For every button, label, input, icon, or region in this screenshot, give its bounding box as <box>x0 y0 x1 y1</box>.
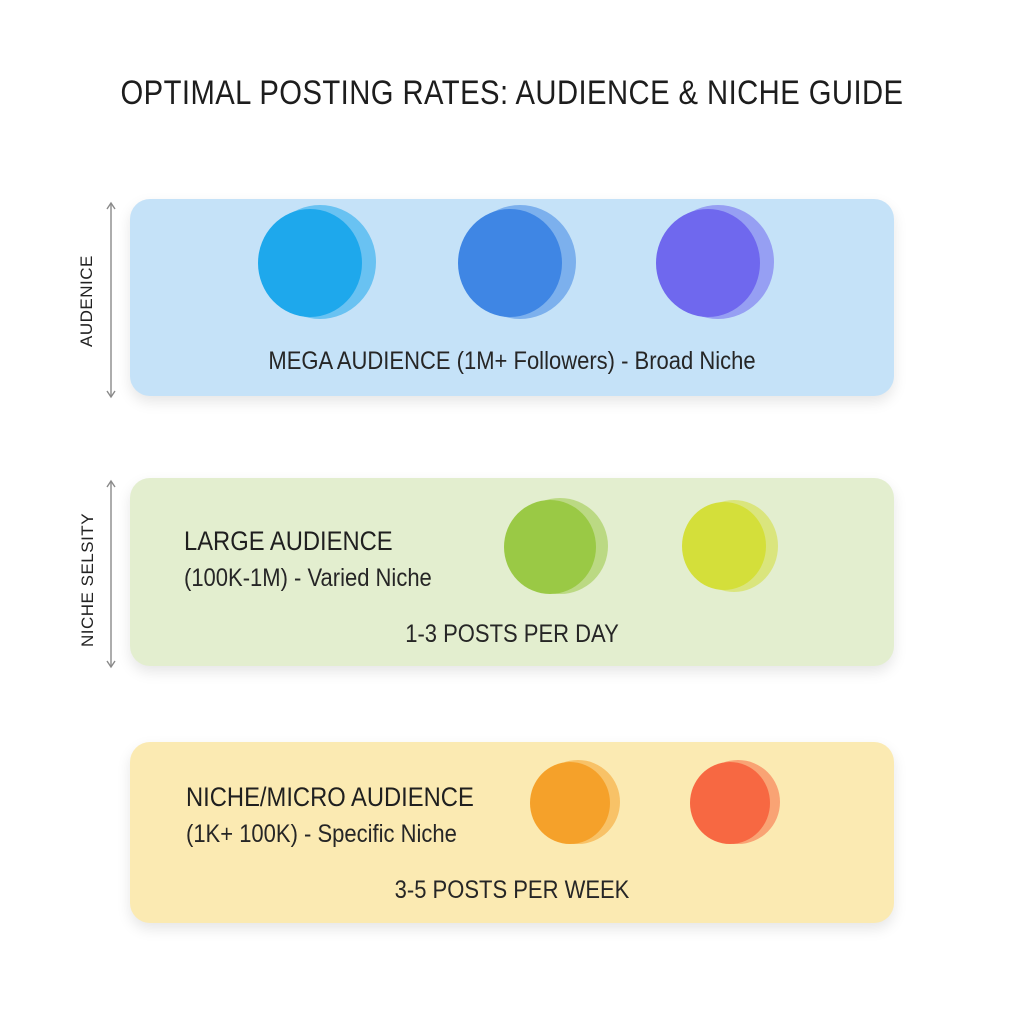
niche-axis-label: NICHE SELSITY <box>78 512 97 647</box>
tier-niche-subheading: (1K+ 100K) - Specific Niche <box>186 820 457 848</box>
tier-large-dot-2 <box>682 500 778 594</box>
tier-mega-dot-1 <box>258 205 376 321</box>
tier-niche-dot-2 <box>690 760 780 846</box>
tier-niche-dot-1-core <box>530 762 610 844</box>
tier-niche-dot-2-core <box>690 762 770 844</box>
tier-large-subheading: (100K-1M) - Varied Niche <box>184 564 432 592</box>
tier-large-heading: LARGE AUDIENCE <box>184 526 393 556</box>
tier-large-dot-1-core <box>504 500 596 594</box>
tier-large-panel: LARGE AUDIENCE (100K-1M) - Varied Niche … <box>130 478 894 666</box>
tier-large-rate: 1-3 POSTS PER DAY <box>405 620 619 648</box>
tier-mega-dot-2 <box>458 205 576 321</box>
niche-axis-arrow <box>104 478 118 670</box>
audience-axis-label: AUDENICE <box>77 255 96 347</box>
tier-mega-panel: MEGA AUDIENCE (1M+ Followers) - Broad Ni… <box>130 199 894 396</box>
tier-mega-dot-1-core <box>258 209 362 317</box>
tier-large-dot-2-core <box>682 502 766 590</box>
tier-niche-heading: NICHE/MICRO AUDIENCE <box>186 782 474 812</box>
page-title: OPTIMAL POSTING RATES: AUDIENCE & NICHE … <box>120 74 904 112</box>
tier-mega-dot-3 <box>656 205 774 321</box>
tier-niche-dot-1 <box>530 760 620 846</box>
tier-niche-rate: 3-5 POSTS PER WEEK <box>394 876 630 904</box>
tier-mega-dot-3-core <box>656 209 760 317</box>
audience-axis-arrow <box>104 200 118 400</box>
tier-niche-panel: NICHE/MICRO AUDIENCE (1K+ 100K) - Specif… <box>130 742 894 923</box>
tier-mega-heading: MEGA AUDIENCE (1M+ Followers) - Broad Ni… <box>268 347 756 375</box>
tier-mega-dot-2-core <box>458 209 562 317</box>
tier-large-dot-1 <box>504 498 608 596</box>
